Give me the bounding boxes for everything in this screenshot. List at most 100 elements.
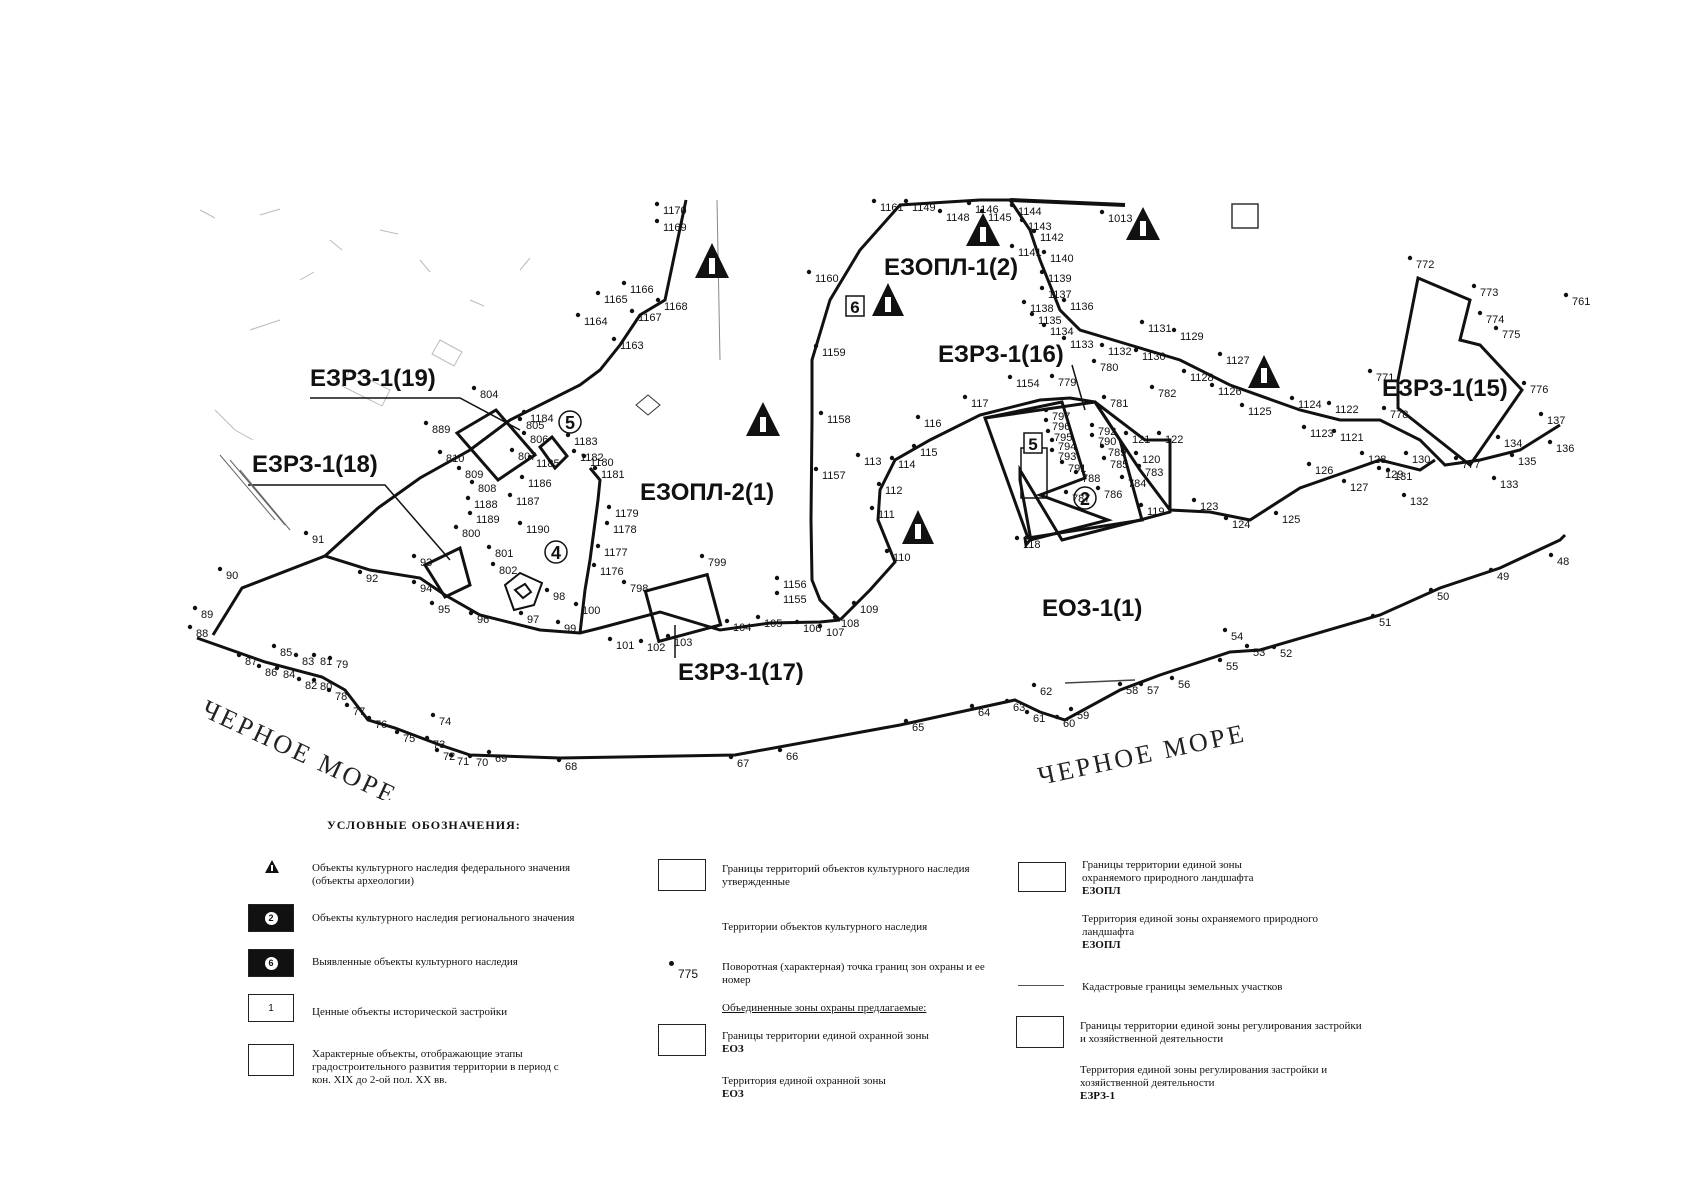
legend-ezrz-boundary: Границы территории единой зоны регулиров…	[1080, 1020, 1362, 1045]
turning-point-number: 74	[439, 716, 451, 728]
turning-point-number: 1136	[1070, 301, 1094, 313]
turning-point: 800	[453, 524, 480, 540]
turning-point-number: 56	[1178, 679, 1190, 691]
turning-point: 779	[1049, 373, 1076, 389]
turning-point-number: 787	[1072, 493, 1090, 505]
turning-point-dot	[1521, 380, 1527, 386]
turning-point-number: 775	[1502, 329, 1520, 341]
turning-point-dot	[1547, 439, 1553, 445]
turning-point: 134	[1495, 434, 1522, 450]
turning-point-number: 127	[1350, 482, 1368, 494]
turning-point-number: 134	[1504, 438, 1522, 450]
turning-point-dot	[1385, 467, 1391, 473]
turning-point: 113	[855, 452, 882, 468]
turning-point-number: 781	[1110, 398, 1128, 410]
turning-point-dot	[755, 614, 761, 620]
turning-point-dot	[1403, 450, 1409, 456]
turning-point-number: 129	[1385, 469, 1403, 481]
turning-point-number: 1124	[1298, 399, 1322, 411]
turning-point-number: 806	[530, 434, 548, 446]
turning-point-number: 797	[1052, 411, 1070, 423]
turning-point-dot	[903, 198, 909, 204]
turning-point-dot	[453, 524, 459, 530]
turning-point-dot	[411, 579, 417, 585]
turning-point: 50	[1428, 587, 1449, 603]
turning-point-dot	[777, 747, 783, 753]
coastline	[196, 533, 1567, 760]
turning-point-number: 57	[1147, 685, 1159, 697]
turning-point-dot	[456, 465, 462, 471]
turning-point-number: 131	[1394, 471, 1412, 483]
turning-point: 776	[1521, 380, 1548, 396]
turning-point-dot	[1563, 292, 1569, 298]
zone-label-eoz-1-1: ЕОЗ-1(1)	[1042, 595, 1142, 622]
turning-point: 90	[217, 566, 238, 582]
turning-point-dot	[1495, 434, 1501, 440]
turning-point: 808	[469, 479, 496, 495]
background-marks	[199, 199, 1259, 441]
turning-point: 1132	[1099, 342, 1132, 358]
turning-point-dot	[573, 601, 579, 607]
turning-point-number: 1127	[1226, 355, 1250, 367]
turning-point-number: 772	[1416, 259, 1434, 271]
turning-point-number: 117	[971, 398, 989, 410]
turning-point-number: 121	[1132, 434, 1150, 446]
turning-point-number: 1128	[1190, 372, 1214, 384]
turning-point: 1161	[871, 198, 904, 214]
turning-point-number: 807	[518, 451, 536, 463]
turning-point-dot	[1091, 358, 1097, 364]
turning-point: 796	[1043, 417, 1070, 433]
turning-point-number: 795	[1054, 432, 1072, 444]
turning-point: 123	[1191, 497, 1218, 513]
turning-point-dot	[544, 587, 550, 593]
turning-point-dot	[813, 343, 819, 349]
turning-point: 78	[326, 687, 347, 703]
turning-point: 102	[638, 638, 665, 654]
turning-point-dot	[1061, 297, 1067, 303]
turning-point-dot	[1359, 450, 1365, 456]
turning-point-number: 1157	[822, 470, 846, 482]
turning-point-dot	[1049, 437, 1055, 443]
legend-combined-header: Объединенные зоны охраны предлагаемые:	[722, 1002, 927, 1014]
buildings	[503, 571, 544, 612]
turning-point-number: 102	[647, 642, 665, 654]
turning-point-dot	[1138, 681, 1144, 687]
turning-point: 1138	[1021, 299, 1054, 315]
turning-point: 115	[911, 443, 938, 459]
turning-point: 117	[962, 394, 989, 410]
turning-point-number: 773	[1480, 287, 1498, 299]
turning-point: 88	[187, 624, 208, 640]
turning-point-number: 783	[1145, 467, 1163, 479]
turning-point-dot	[1273, 510, 1279, 516]
turning-point-number: 124	[1232, 519, 1250, 531]
turning-point-number: 1122	[1335, 404, 1359, 416]
turning-point: 801	[486, 544, 513, 560]
legend-valuable-icon: 1	[248, 994, 294, 1022]
turning-point-number: 137	[1547, 415, 1565, 427]
turning-point: 1137	[1039, 285, 1072, 301]
turning-point-dot	[774, 590, 780, 596]
turning-point-number: 53	[1253, 647, 1265, 659]
turning-point-dot	[665, 633, 671, 639]
turning-point-number: 1132	[1108, 346, 1132, 358]
turning-point: 57	[1138, 681, 1159, 697]
turning-point-number: 110	[893, 552, 911, 564]
turning-point: 785	[1101, 455, 1128, 471]
turning-point-number: 789	[1108, 447, 1126, 459]
turning-point-number: 109	[860, 604, 878, 616]
turning-point-number: 48	[1557, 556, 1569, 568]
zone-label-ezrz-19: ЕЗРЗ-1(19)	[310, 365, 436, 392]
turning-point: 87	[236, 652, 257, 668]
turning-point-dot	[519, 474, 525, 480]
turning-point: 124	[1223, 515, 1250, 531]
turning-point-dot	[1024, 709, 1030, 715]
turning-point: 109	[851, 600, 878, 616]
turning-point: 794	[1049, 437, 1076, 453]
turning-point-number: 794	[1058, 441, 1076, 453]
legend-ezrz-territory-text: Территория единой зоны регулирования зас…	[1080, 1064, 1328, 1089]
turning-point-number: 1188	[474, 499, 498, 511]
turning-point-number: 889	[432, 424, 450, 436]
turning-point-number: 130	[1412, 454, 1430, 466]
turning-point-dot	[1045, 428, 1051, 434]
turning-point-number: 786	[1104, 489, 1122, 501]
